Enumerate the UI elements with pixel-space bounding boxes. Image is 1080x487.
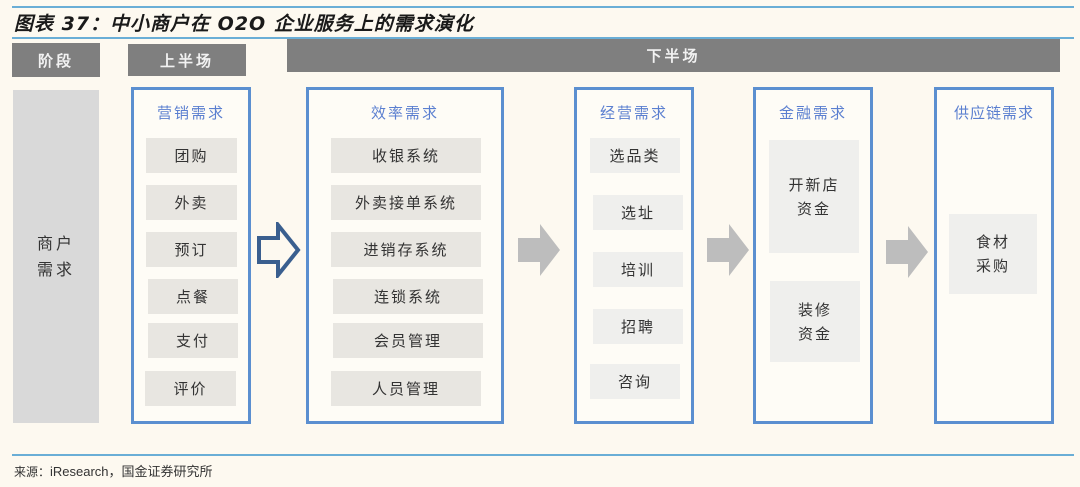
item-review: 评价 [145, 371, 236, 406]
item-consulting: 咨询 [590, 364, 680, 399]
arrow-right-icon [518, 224, 560, 276]
group-title: 经营需求 [599, 104, 668, 122]
item-cashier-system: 收银系统 [331, 138, 481, 173]
item-takeout: 外卖 [146, 185, 237, 220]
item-payment: 支付 [148, 323, 238, 358]
item-staff-management: 人员管理 [331, 371, 481, 406]
item-chain-system: 连锁系统 [333, 279, 483, 314]
item-ordering: 点餐 [148, 279, 238, 314]
title-bottom-rule [12, 37, 1074, 39]
title-top-rule [12, 6, 1074, 8]
item-ingredient-procurement: 食材采购 [949, 214, 1037, 294]
item-membership-management: 会员管理 [333, 323, 483, 358]
item-recruiting: 招聘 [593, 309, 683, 344]
group-marketing-demand: 营销需求 团购 外卖 预订 点餐 支付 评价 [131, 87, 251, 424]
group-title: 金融需求 [778, 104, 847, 122]
item-reservation: 预订 [146, 232, 237, 267]
source-text: iResearch，国金证券研究所 [50, 464, 213, 479]
group-title: 供应链需求 [953, 104, 1034, 122]
item-inventory-system: 进销存系统 [331, 232, 481, 267]
arrow-outline-icon [256, 222, 302, 278]
footer-rule [12, 454, 1074, 456]
item-renovation-funding: 装修资金 [770, 281, 860, 362]
header-first-half: 上半场 [128, 44, 246, 76]
arrow-right-icon [886, 226, 928, 278]
group-operation-demand: 经营需求 选品类 选址 培训 招聘 咨询 [574, 87, 694, 424]
item-group-buying: 团购 [146, 138, 237, 173]
item-new-store-funding: 开新店资金 [769, 140, 859, 253]
group-title: 效率需求 [370, 104, 439, 122]
group-efficiency-demand: 效率需求 收银系统 外卖接单系统 进销存系统 连锁系统 会员管理 人员管理 [306, 87, 504, 424]
arrow-right-icon [707, 224, 749, 276]
item-site-selection: 选址 [593, 195, 683, 230]
item-training: 培训 [593, 252, 683, 287]
group-title: 营销需求 [156, 104, 225, 122]
figure-title: 图表 37：中小商户在 O2O 企业服务上的需求演化 [14, 13, 474, 35]
group-supply-chain-demand: 供应链需求 食材采购 [934, 87, 1054, 424]
item-takeout-order-system: 外卖接单系统 [331, 185, 481, 220]
source-note: 来源：iResearch，国金证券研究所 [14, 461, 213, 480]
group-finance-demand: 金融需求 开新店资金 装修资金 [753, 87, 873, 424]
row-label-text: 商户需求 [36, 233, 75, 279]
row-label-merchant-demand: 商户需求 [13, 90, 99, 423]
header-stage: 阶段 [12, 43, 100, 77]
header-second-half: 下半场 [287, 39, 1060, 72]
source-label: 来源： [14, 465, 51, 479]
item-category-selection: 选品类 [590, 138, 680, 173]
